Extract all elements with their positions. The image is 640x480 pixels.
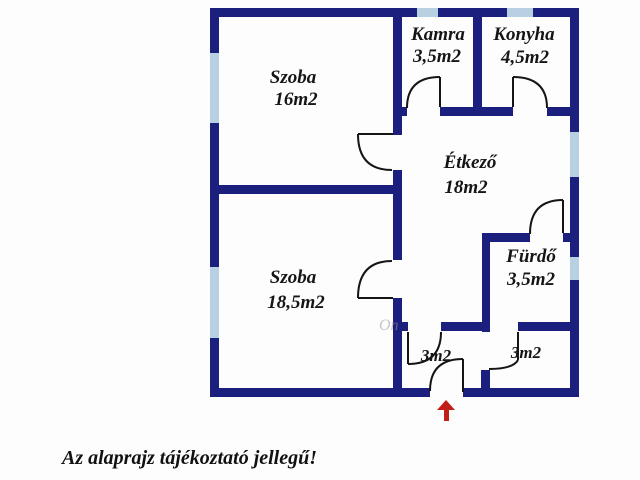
- wall-outer-bottom-right: [463, 388, 579, 397]
- wall-divider-middle: [393, 170, 402, 260]
- room-label-szoba2-area: 18,5m2: [267, 292, 325, 313]
- room-label-etkezo-name: Étkező: [443, 152, 497, 173]
- wall-kitchen-bottom-c: [547, 107, 579, 116]
- wall-furdo-left: [482, 233, 490, 332]
- window-konyha-top: [507, 8, 533, 17]
- window-furdo-right: [570, 257, 579, 280]
- wall-divider-upper: [393, 17, 402, 135]
- room-label-szoba1-name: Szoba: [269, 67, 317, 88]
- room-label-hall-area: 3m2: [420, 346, 452, 365]
- room-label-furdo-name: Fürdő: [506, 246, 556, 267]
- wall-bottomstrip-top-a: [393, 322, 408, 331]
- door-furdo: [529, 199, 564, 235]
- room-label-szoba2-name: Szoba: [269, 267, 317, 288]
- room-label-etkezo-area: 18m2: [444, 177, 488, 198]
- wall-outer-right: [570, 8, 579, 397]
- watermark-text: On: [379, 317, 399, 334]
- wall-bottomstrip-top-c: [518, 322, 579, 331]
- window-kamra-top: [417, 8, 438, 17]
- room-label-konyha-name: Konyha: [493, 24, 555, 45]
- window-szoba1-left: [210, 53, 219, 123]
- room-label-kamra-name: Kamra: [411, 24, 465, 45]
- entrance-arrow-head: [437, 400, 455, 410]
- wall-kitchen-bottom-a: [393, 107, 407, 116]
- wall-outer-top: [210, 8, 579, 17]
- door-szoba1: [357, 133, 393, 171]
- door-kamra: [406, 76, 441, 109]
- caption: Az alaprajz tájékoztató jellegű!: [62, 447, 318, 469]
- room-label-konyha-area: 4,5m2: [500, 47, 550, 68]
- window-szoba2-left: [210, 267, 219, 338]
- entrance-arrow-icon: [437, 400, 455, 421]
- door-szoba2: [357, 260, 393, 299]
- room-label-furdo-area: 3,5m2: [506, 269, 556, 290]
- wall-hall-wc-divider: [481, 370, 490, 397]
- window-etkezo-right: [570, 132, 579, 177]
- entrance-arrow-stem: [443, 410, 449, 421]
- room-label-kamra-area: 3,5m2: [412, 46, 462, 67]
- wall-bottomstrip-top-b: [441, 322, 490, 331]
- wall-between-szoba-rooms: [210, 185, 402, 194]
- wall-outer-bottom-left: [210, 388, 430, 397]
- door-konyha: [512, 76, 548, 109]
- room-label-szoba1-area: 16m2: [274, 89, 318, 110]
- wall-furdo-top-b: [563, 233, 579, 242]
- wall-outer-left: [210, 8, 219, 397]
- wall-divider-lower: [393, 298, 402, 388]
- wall-furdo-top-a: [482, 233, 530, 242]
- room-label-wc-area: 3m2: [510, 343, 542, 362]
- wall-kamra-konyha-divider: [473, 17, 482, 116]
